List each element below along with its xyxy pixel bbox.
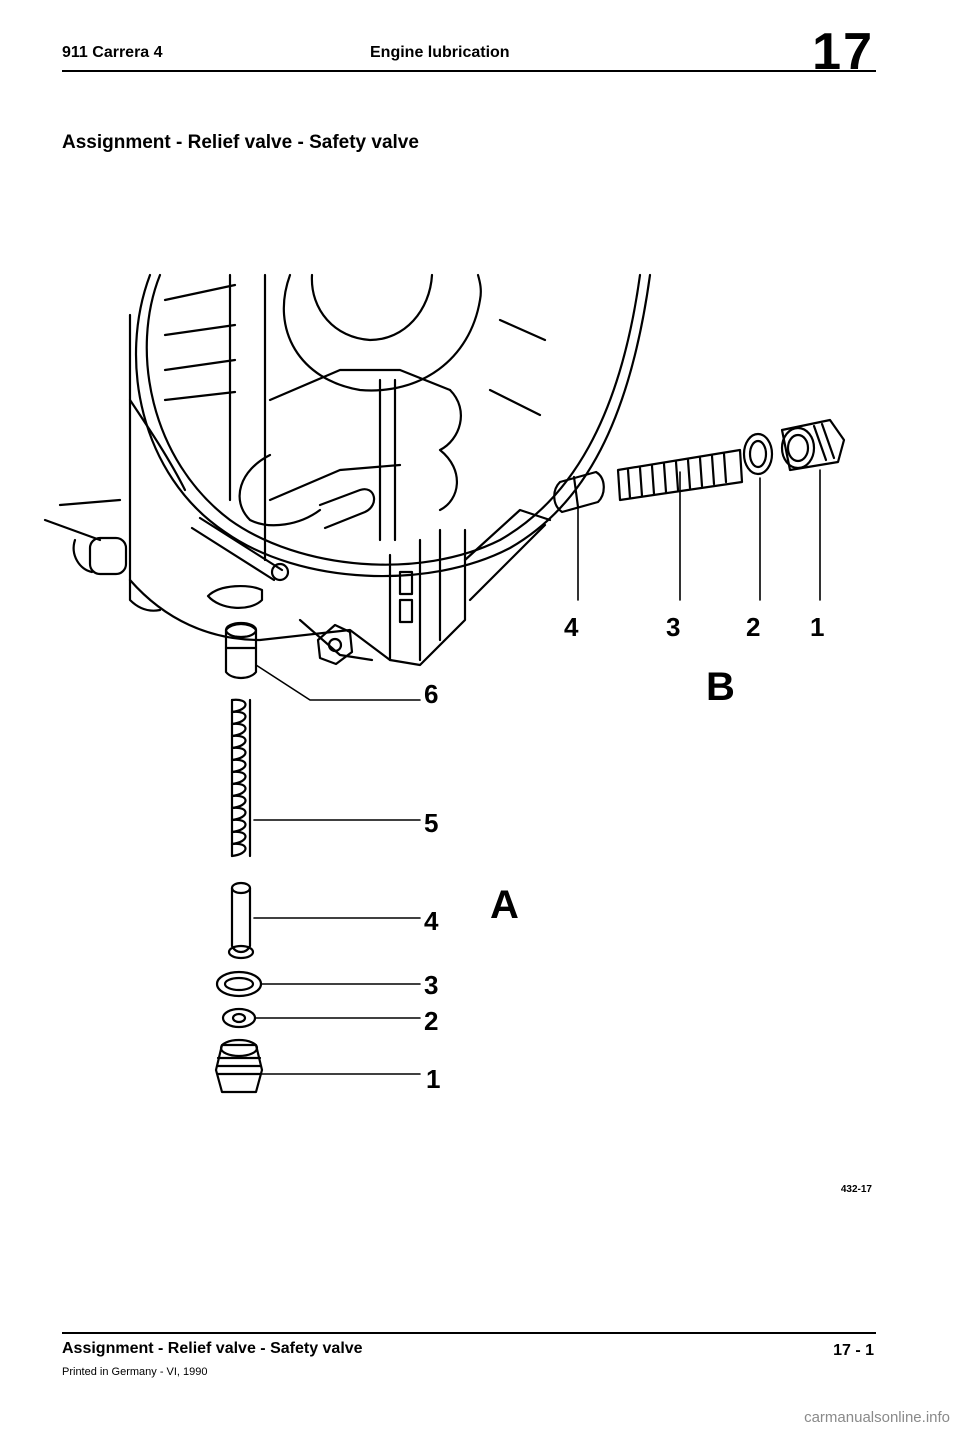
header-model: 911 Carrera 4 — [62, 44, 163, 61]
group-a-letter: A — [490, 883, 519, 927]
callout-b3: 3 — [666, 612, 680, 642]
callout-a4: 4 — [424, 906, 439, 936]
print-note: Printed in Germany - VI, 1990 — [62, 1366, 208, 1378]
watermark: carmanualsonline.info — [804, 1409, 950, 1426]
group-b-parts-drawing — [553, 418, 846, 601]
callout-a6: 6 — [424, 679, 438, 709]
header-section: Engine lubrication — [370, 44, 510, 61]
figure-number: 432-17 — [840, 1184, 872, 1195]
group-b-letter: B — [706, 665, 735, 709]
header-rule — [62, 70, 876, 72]
engine-housing-drawing — [43, 273, 652, 667]
callout-b2: 2 — [746, 612, 760, 642]
footer-title: Assignment - Relief valve - Safety valve — [62, 1340, 363, 1357]
callout-b1: 1 — [810, 612, 824, 642]
callout-b4: 4 — [564, 612, 579, 642]
callout-a5: 5 — [424, 808, 438, 838]
page-title: Assignment - Relief valve - Safety valve — [62, 132, 419, 153]
page-number: 17 - 1 — [833, 1342, 874, 1359]
group-a-parts-drawing — [214, 621, 421, 1094]
footer-rule — [62, 1332, 876, 1334]
callout-a1: 1 — [426, 1064, 440, 1094]
callout-a2: 2 — [424, 1006, 438, 1036]
callout-a3: 3 — [424, 970, 438, 1000]
